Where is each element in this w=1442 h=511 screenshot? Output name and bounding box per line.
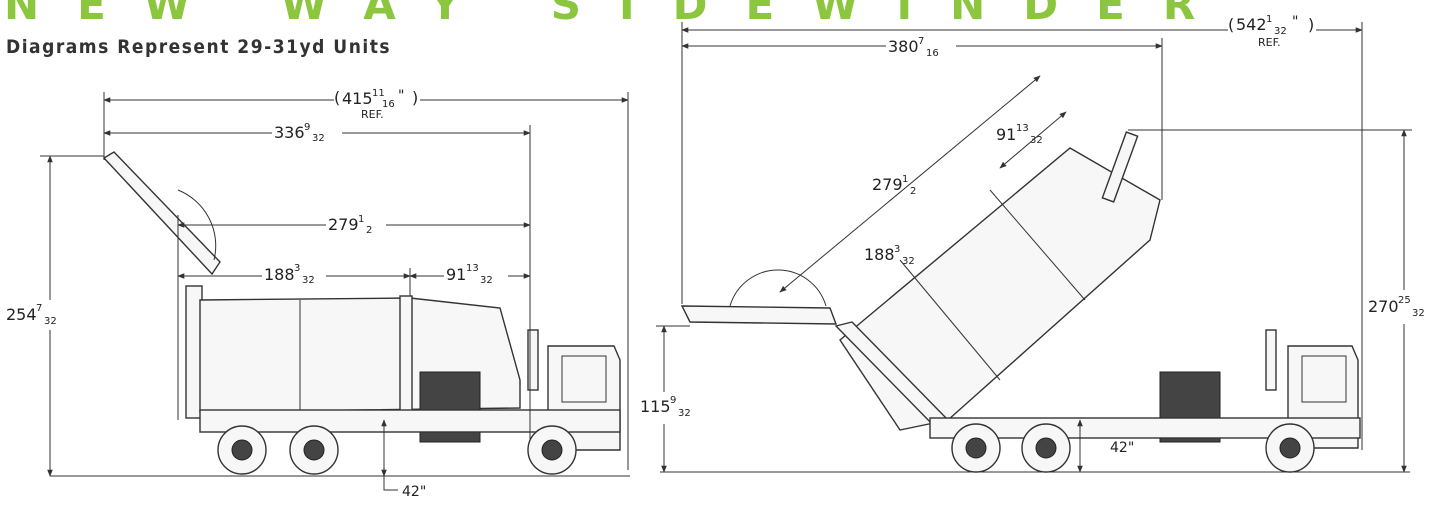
svg-text:1: 1: [902, 174, 908, 185]
svg-text:25: 25: [1398, 295, 1411, 306]
right-truck-front-wheel: [1265, 423, 1315, 473]
page-subtitle: Diagrams Represent 29-31yd Units: [6, 36, 392, 58]
svg-text:REF.: REF.: [1258, 36, 1281, 49]
right-truck-drawing: ( 542 1 32 " ) REF. 380 7 16 279 1 2 188: [640, 10, 1442, 473]
svg-text:32: 32: [44, 316, 57, 327]
svg-text:7: 7: [36, 303, 42, 314]
svg-text:": ": [398, 88, 404, 104]
svg-text:32: 32: [1030, 135, 1043, 146]
left-truck-rear-wheel-1: [217, 425, 267, 475]
svg-text:32: 32: [480, 275, 493, 286]
svg-text:9: 9: [304, 122, 310, 133]
svg-text:3: 3: [894, 244, 900, 255]
svg-text:32: 32: [1412, 308, 1425, 319]
svg-text:13: 13: [466, 263, 479, 274]
svg-text:): ): [1308, 15, 1314, 34]
left-length-dimension: 336 9 32: [272, 122, 342, 144]
svg-text:1: 1: [358, 214, 364, 225]
svg-text:": ": [1292, 14, 1298, 30]
svg-text:380: 380: [888, 37, 919, 56]
right-hopper-dimension: 188 3 32: [864, 244, 915, 267]
right-truck-rear-wheel-2: [1021, 423, 1071, 473]
svg-text:32: 32: [902, 256, 915, 267]
left-truck-front-wheel: [527, 425, 577, 475]
svg-text:(: (: [1228, 15, 1234, 34]
svg-text:13: 13: [1016, 123, 1029, 134]
svg-text:415: 415: [342, 89, 373, 108]
svg-text:32: 32: [302, 275, 315, 286]
left-height-dimension: 254 7 32: [4, 300, 76, 330]
svg-text:(: (: [334, 88, 340, 107]
left-cab-section-dimension: 91 13 32: [444, 263, 508, 286]
svg-text:336: 336: [274, 123, 305, 142]
right-truck-rear-wheel-1: [951, 423, 1001, 473]
svg-text:115: 115: [640, 397, 671, 416]
svg-text:7: 7: [918, 36, 924, 47]
left-truck-rear-wheel-2: [289, 425, 339, 475]
svg-text:91: 91: [996, 125, 1016, 144]
svg-text:): ): [412, 88, 418, 107]
svg-text:9: 9: [670, 395, 676, 406]
right-height-dimension: 270 25 32: [1368, 290, 1442, 324]
svg-text:542: 542: [1236, 15, 1267, 34]
svg-text:16: 16: [382, 99, 395, 110]
right-cab-section-dimension: 91 13 32: [996, 123, 1043, 146]
svg-text:1: 1: [1266, 14, 1272, 25]
right-overall-ref-dimension: ( 542 1 32 " ) REF.: [1228, 10, 1316, 50]
right-frame-height-dimension: 42": [1110, 440, 1134, 456]
svg-text:279: 279: [328, 215, 359, 234]
left-truck-drawing: ( 415 11 16 " ) REF. 336 9 32 279 1 2: [4, 84, 630, 500]
left-frame-height-dimension: 42": [402, 484, 426, 500]
svg-text:3: 3: [294, 263, 300, 274]
left-body-dimension: 279 1 2: [326, 214, 386, 236]
svg-text:16: 16: [926, 48, 939, 59]
svg-text:11: 11: [372, 88, 385, 99]
page-title: NEW WAY SIDEWINDER: [4, 0, 1234, 29]
svg-text:188: 188: [264, 265, 295, 284]
svg-text:188: 188: [864, 245, 895, 264]
left-hopper-dimension: 188 3 32: [262, 263, 326, 286]
left-overall-ref-dimension: ( 415 11 16 " ) REF.: [334, 84, 420, 121]
svg-text:REF.: REF.: [361, 108, 384, 121]
right-tailgate-height-dimension: 115 9 32: [640, 392, 698, 424]
svg-text:32: 32: [678, 408, 691, 419]
svg-text:2: 2: [366, 225, 372, 236]
svg-text:279: 279: [872, 175, 903, 194]
svg-text:270: 270: [1368, 297, 1399, 316]
svg-text:91: 91: [446, 265, 466, 284]
svg-text:32: 32: [1274, 26, 1287, 37]
right-length-dimension: 380 7 16: [886, 36, 956, 59]
right-body-dimension: 279 1 2: [872, 174, 916, 197]
svg-text:2: 2: [910, 186, 916, 197]
svg-text:254: 254: [6, 305, 37, 324]
svg-text:32: 32: [312, 133, 325, 144]
